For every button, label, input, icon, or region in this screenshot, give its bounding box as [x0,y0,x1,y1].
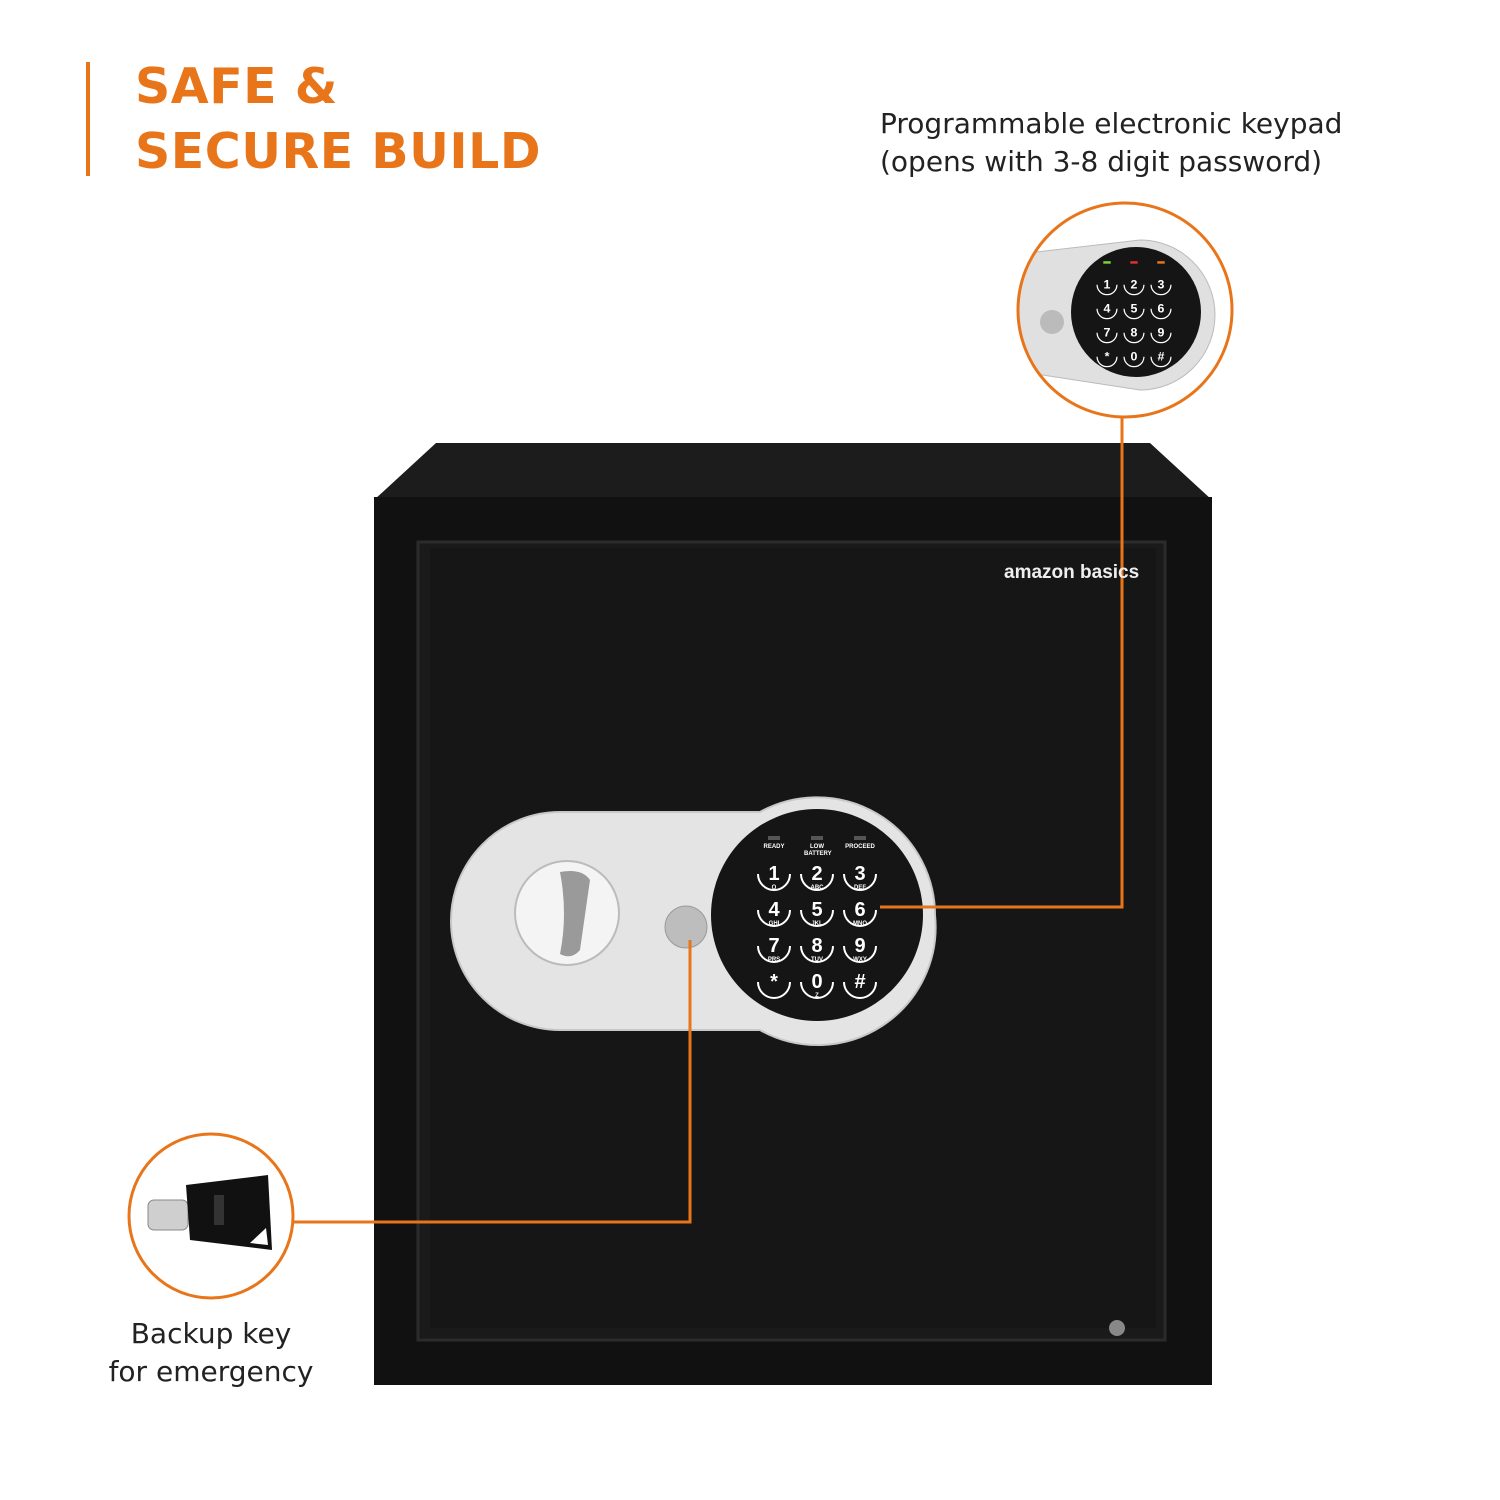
key-letters: JKL [811,921,823,927]
key-digit: 9 [1158,325,1165,339]
key-button-8[interactable] [1123,332,1145,344]
key-button-4[interactable] [1096,308,1118,320]
key-letters: TUV [811,957,823,963]
safe-top [374,443,1212,500]
key-letters: GHI [769,921,780,927]
key-button-3[interactable] [1150,284,1172,296]
key-digit: * [1105,349,1110,363]
key-digit: # [1158,349,1165,363]
key-button-#[interactable] [843,981,877,999]
key-button-4[interactable] [757,909,791,927]
key-digit: * [770,971,778,993]
key-digit: 8 [811,935,822,957]
key-button-6[interactable] [1150,308,1172,320]
key-digit: 4 [1104,301,1111,315]
key-letters: ABC [811,885,825,891]
key-button-7[interactable] [1096,332,1118,344]
key-digit: 7 [1104,325,1111,339]
key-button-*[interactable] [1096,356,1118,368]
handle-grip [560,871,590,957]
keypad-callout-line-2: (opens with 3-8 digit password) [880,145,1323,178]
key-digit: 2 [811,863,822,885]
key-digit: 8 [1131,325,1138,339]
key-digit: 6 [1158,301,1165,315]
indicator-label: READY [763,844,784,850]
key-button-9[interactable] [843,945,877,963]
key-callout-line-2: for emergency [108,1355,314,1388]
key-button-3[interactable] [843,873,877,891]
key-digit: 1 [768,863,779,885]
key-button-1[interactable] [757,873,791,891]
indicator-led [854,836,866,840]
key-letters: MNO [853,921,867,927]
key-letters: PRS [768,957,780,963]
key-digit: 1 [1104,277,1111,291]
key-button-#[interactable] [1150,356,1172,368]
hinge-screw [1109,1320,1125,1336]
key-button-7[interactable] [757,945,791,963]
indicator-led [1130,261,1138,264]
key-button-6[interactable] [843,909,877,927]
key-button-2[interactable] [800,873,834,891]
key-digit: 2 [1131,277,1138,291]
key-callout-line-1: Backup key [130,1317,292,1350]
key-digit: 6 [854,899,865,921]
key-button-0[interactable] [1123,356,1145,368]
key-button-*[interactable] [757,981,791,999]
keypad-zoom-ring [1016,201,1234,419]
key-digit: 0 [1131,349,1138,363]
keypad-callout-line-1: Programmable electronic keypad [880,107,1343,140]
key-digit: 7 [768,935,779,957]
indicator-led [1103,261,1111,264]
key-button-8[interactable] [800,945,834,963]
key-digit: 0 [811,971,822,993]
indicator-led [1157,261,1165,264]
key-digit: 4 [768,899,780,921]
key-letters: WXY [853,957,867,963]
keypad-callout-line [880,418,1124,909]
heading-line-1: SAFE & [135,58,338,115]
key-button-5[interactable] [1123,308,1145,320]
key-digit: 9 [854,935,865,957]
indicator-led [768,836,780,840]
accent-bar [86,62,90,176]
key-digit: 3 [1158,277,1165,291]
key-digit: 5 [811,899,822,921]
key-digit: # [854,971,865,993]
key-letters: Z [815,993,819,999]
key-button-1[interactable] [1096,284,1118,296]
key-button-9[interactable] [1150,332,1172,344]
key-callout-line [293,940,692,1224]
key-digit: 3 [854,863,865,885]
brand-logo: amazon basics [1004,562,1140,583]
keyhole-icon [664,905,708,949]
key-button-2[interactable] [1123,284,1145,296]
key-digit: 5 [1131,301,1138,315]
key-letters: Q [772,885,777,891]
key-button-5[interactable] [800,909,834,927]
keypad-face [711,809,923,1021]
keypad-zoom: 1 2 3 4 5 6 7 8 9 * 0 # [1019,204,1231,416]
indicator-led [811,836,823,840]
indicator-label: LOW BATTERY [802,844,831,857]
key-letters: DEF [854,885,866,891]
key-icon [147,1175,272,1250]
indicator-label: PROCEED [845,844,875,850]
key-button-0[interactable] [800,981,834,999]
heading-line-2: SECURE BUILD [135,123,542,180]
